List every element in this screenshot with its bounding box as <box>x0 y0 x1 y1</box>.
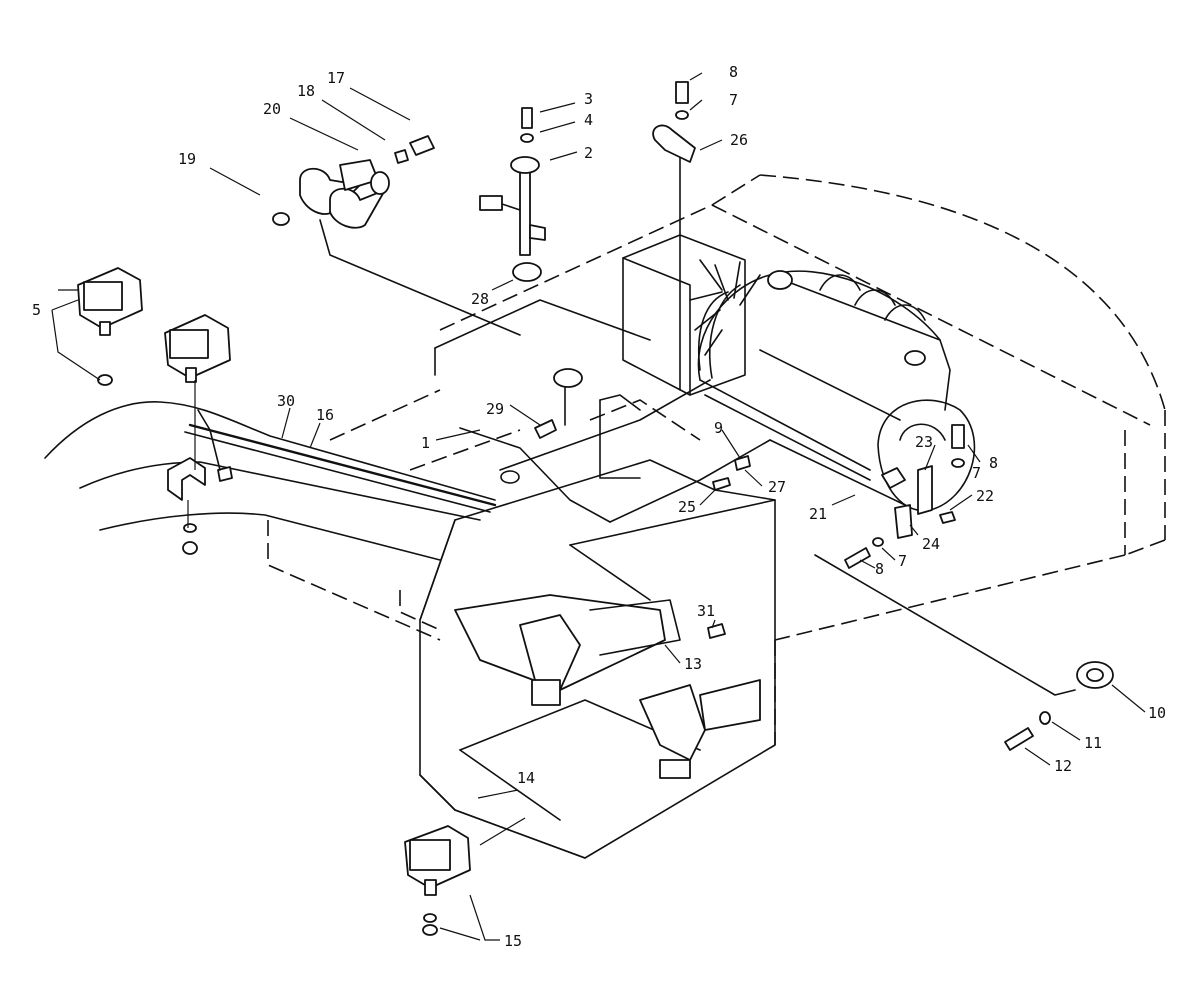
callout-14: 14 <box>517 769 535 787</box>
callout-18: 18 <box>297 82 315 100</box>
callout-8-top: 8 <box>729 63 738 81</box>
callout-7-lower: 7 <box>898 552 907 570</box>
washer-bolt-set <box>814 554 1114 751</box>
callout-8-right: 8 <box>989 454 998 472</box>
callout-29: 29 <box>486 400 504 418</box>
operator-cab <box>419 459 776 859</box>
leader-lines <box>51 72 1146 941</box>
callout-27: 27 <box>768 478 786 496</box>
callout-23: 23 <box>915 433 933 451</box>
engine <box>689 259 976 512</box>
callout-19: 19 <box>178 150 196 168</box>
part-sender-unit <box>479 107 583 388</box>
callout-4: 4 <box>584 111 593 129</box>
callout-labels: 1 2 3 4 5 7 7 7 8 8 8 9 10 11 12 13 14 1… <box>32 63 1166 950</box>
work-light-center-left <box>164 314 231 383</box>
relay-bracket-assembly <box>707 424 965 639</box>
light-mount-bracket <box>167 409 233 555</box>
upper-structure-outline <box>267 174 1166 745</box>
wiring-harness <box>459 144 906 523</box>
callout-8-lower: 8 <box>875 560 884 578</box>
callout-7-right: 7 <box>972 464 981 482</box>
callout-21: 21 <box>809 505 827 523</box>
work-light-bottom <box>404 825 471 936</box>
callout-26: 26 <box>730 131 748 149</box>
callout-1: 1 <box>421 434 430 452</box>
callout-10: 10 <box>1148 704 1166 722</box>
callout-24: 24 <box>922 535 940 553</box>
boom-arm <box>44 401 497 561</box>
callout-3: 3 <box>584 90 593 108</box>
callout-30: 30 <box>277 392 295 410</box>
callout-7-top: 7 <box>729 91 738 109</box>
callout-25: 25 <box>678 498 696 516</box>
callout-31: 31 <box>697 602 715 620</box>
callout-20: 20 <box>263 100 281 118</box>
callout-2: 2 <box>584 144 593 162</box>
clamp-bracket <box>652 81 696 163</box>
callout-9: 9 <box>714 419 723 437</box>
callout-12: 12 <box>1054 757 1072 775</box>
callout-13: 13 <box>684 655 702 673</box>
callout-15: 15 <box>504 932 522 950</box>
callout-17: 17 <box>327 69 345 87</box>
horn-assembly <box>272 135 521 336</box>
callout-16: 16 <box>316 406 334 424</box>
callout-11: 11 <box>1084 734 1102 752</box>
callout-5: 5 <box>32 301 41 319</box>
callout-22: 22 <box>976 487 994 505</box>
callout-28: 28 <box>471 290 489 308</box>
work-light-upper-left <box>77 267 143 386</box>
